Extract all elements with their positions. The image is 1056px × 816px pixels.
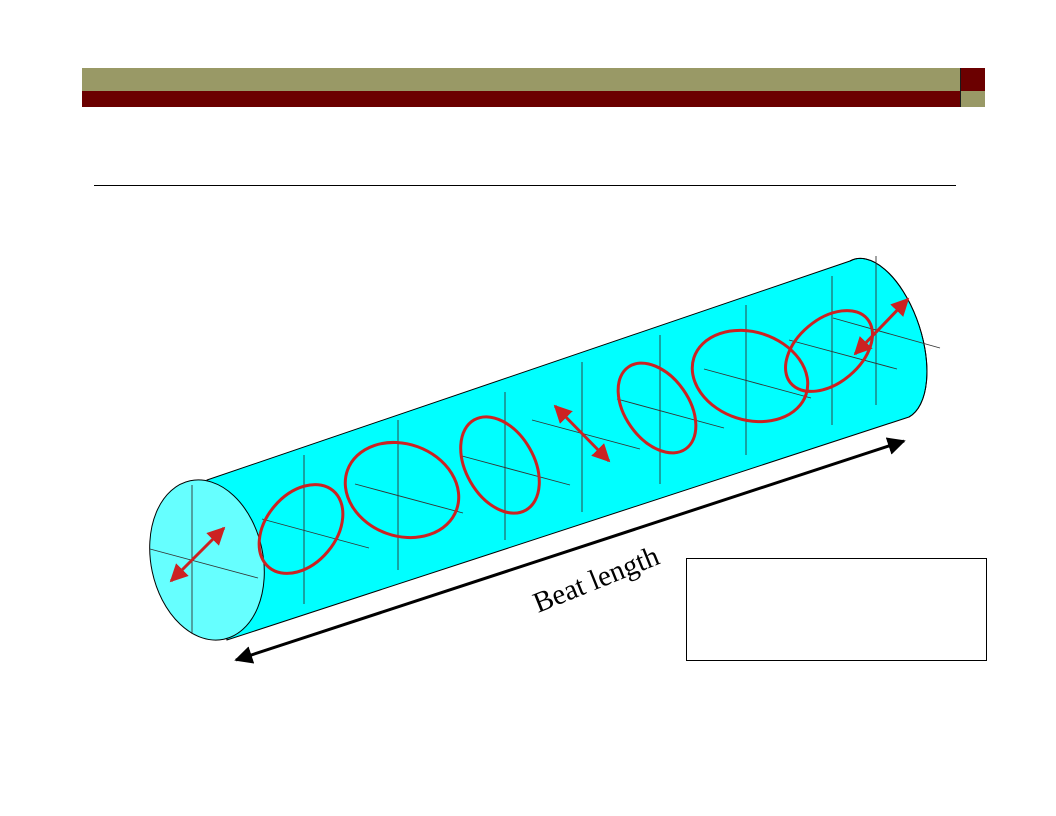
polarization-ellipse-5 [690,328,810,424]
linear-polarization-arrow-output [853,297,910,356]
title-underline [94,185,956,186]
header-corner-separator [960,68,961,107]
text-box [686,558,987,661]
linear-polarization-arrow-input [169,526,226,583]
fiber-far-end [849,257,928,418]
beat-length-label: Beat length [529,540,665,620]
header-corner-square-olive [961,91,985,107]
header-band-maroon [82,91,960,107]
header-corner-square-maroon [961,68,985,91]
beat-length-arrow [234,437,906,664]
header-band-olive [82,68,960,91]
